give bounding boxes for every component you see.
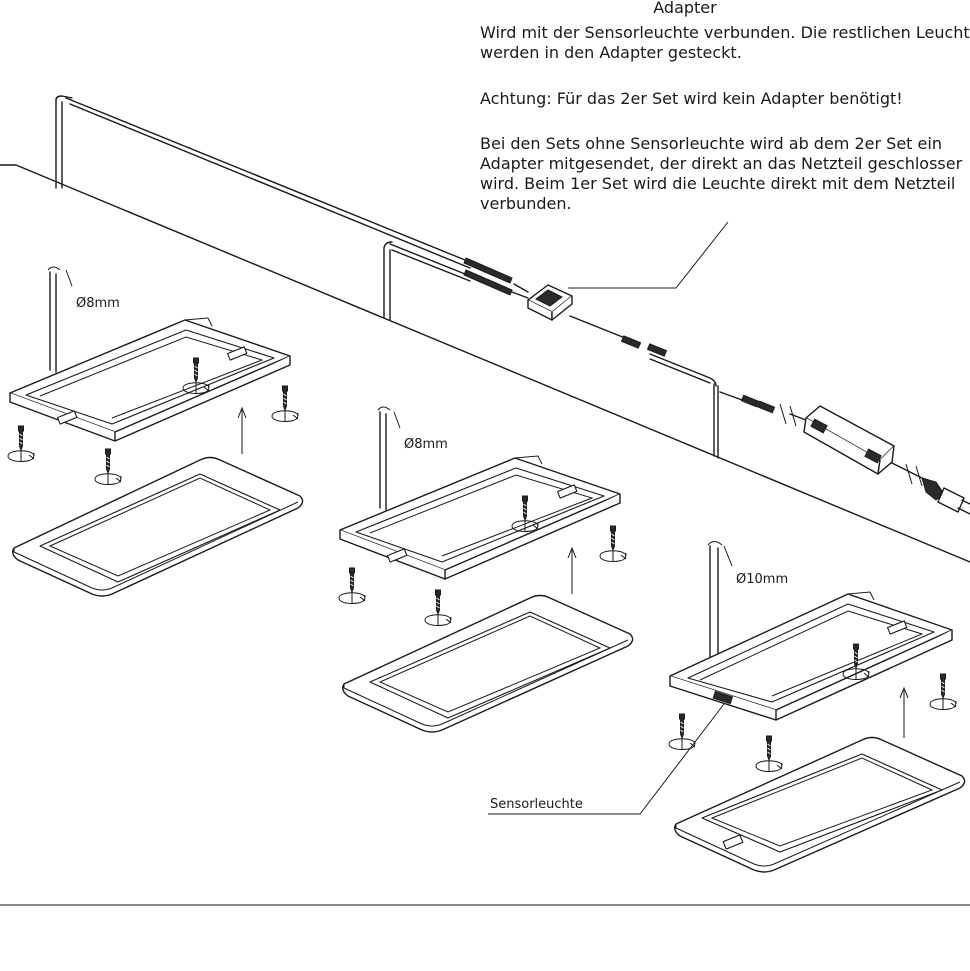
- lamp-2: Ø8mm: [338, 406, 634, 733]
- sensor-callout: Sensorleuchte: [488, 703, 725, 815]
- arrow-up-icon: [899, 686, 909, 738]
- screw-icon: [338, 567, 366, 605]
- mounting-frame-3: [669, 591, 953, 721]
- adapter-leader-line: [568, 221, 729, 289]
- lamp-panel-1: [11, 456, 304, 597]
- adapter-box: [511, 283, 573, 321]
- drill-hole-3: Ø10mm: [707, 541, 788, 663]
- screw-icon: [755, 735, 783, 773]
- drill-label-1: Ø8mm: [76, 296, 120, 311]
- adapter-note-line: werden in den Adapter gesteckt.: [480, 43, 742, 62]
- cable-break-marks: [779, 403, 923, 487]
- screw-icon: [599, 525, 627, 563]
- sensor-window: [722, 834, 744, 850]
- adapter-note-line: Achtung: Für das 2er Set wird kein Adapt…: [480, 89, 903, 108]
- mounting-frame-1: [9, 317, 291, 442]
- mounting-frame-2: [339, 455, 621, 580]
- lamp-panel-2: [341, 594, 634, 733]
- drill-hole-1: Ø8mm: [47, 266, 120, 373]
- sensor-label: Sensorleuchte: [490, 797, 583, 812]
- adapter-note-line: Bei den Sets ohne Sensorleuchte wird ab …: [480, 134, 942, 153]
- arrow-up-icon: [237, 406, 247, 454]
- adapter-title: Adapter: [653, 0, 717, 17]
- lamp-1: Ø8mm: [7, 266, 304, 597]
- screw-icon: [271, 385, 299, 423]
- drill-label-3: Ø10mm: [736, 572, 788, 587]
- screw-icon: [668, 713, 696, 751]
- adapter-note-line: verbunden.: [480, 194, 572, 213]
- cabinet-outline: [0, 95, 970, 563]
- lamp-3-sensor: Ø10mm Sensorleuchte: [488, 541, 966, 873]
- adapter-note-line: Wird mit der Sensorleuchte verbunden. Di…: [480, 23, 970, 42]
- adapter-note: Adapter Wird mit der Sensorleuchte verbu…: [480, 0, 970, 213]
- arrow-up-icon: [567, 546, 577, 594]
- screw-icon: [929, 673, 957, 711]
- adapter-note-line: wird. Beim 1er Set wird die Leuchte dire…: [480, 174, 955, 193]
- lamp-panel-3: [673, 736, 966, 873]
- drill-label-2: Ø8mm: [404, 437, 448, 452]
- drill-hole-2: Ø8mm: [377, 406, 448, 511]
- screw-icon: [94, 448, 122, 486]
- mains-plug: [921, 477, 970, 515]
- connector-plugs: [463, 257, 776, 414]
- screw-icon: [7, 425, 35, 463]
- power-supply: [803, 405, 895, 475]
- adapter-note-lines: Wird mit der Sensorleuchte verbunden. Di…: [480, 23, 970, 213]
- screw-icon: [424, 589, 452, 627]
- adapter-note-line: Adapter mitgesendet, der direkt an das N…: [480, 154, 963, 173]
